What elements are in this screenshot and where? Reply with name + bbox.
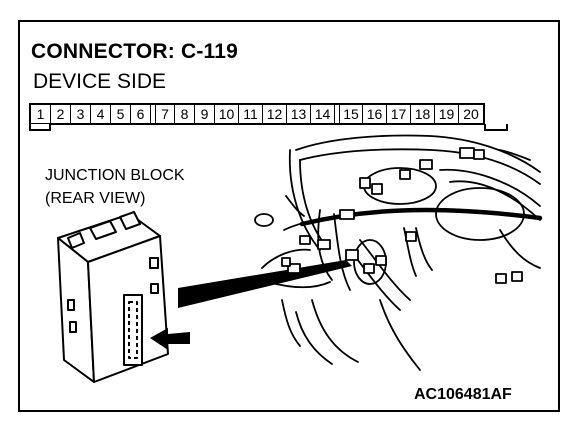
pin-6: 6 — [131, 105, 151, 123]
pin-8: 8 — [175, 105, 195, 123]
connector-title: CONNECTOR: C-119 — [31, 40, 239, 63]
pin-20: 20 — [463, 106, 479, 122]
pin-11: 11 — [239, 105, 263, 123]
connector-pinout: 1 2 3 4 5 6 7 8 9 10 11 12 13 14 15 16 1… — [29, 103, 485, 125]
figure-id: AC106481AF — [414, 386, 512, 403]
connector-subtitle: DEVICE SIDE — [33, 70, 167, 93]
pin-18: 18 — [411, 105, 435, 123]
junction-block-label-line1: JUNCTION BLOCK — [45, 167, 185, 184]
pin-5: 5 — [111, 105, 131, 123]
junction-block-label-line2: (REAR VIEW) — [45, 190, 146, 207]
junction-block-illustration — [57, 211, 169, 383]
pin-10: 10 — [215, 105, 239, 123]
pin-19: 19 — [435, 105, 459, 123]
diagram-border — [18, 20, 560, 412]
pin-2: 2 — [51, 105, 71, 123]
pointer-arrow — [150, 328, 190, 350]
connector-lock-tab-left — [29, 124, 51, 131]
connector-lock-tab-right — [484, 124, 508, 131]
pin-12: 12 — [263, 105, 287, 123]
pin-4: 4 — [91, 105, 111, 123]
pin-1: 1 — [31, 105, 51, 123]
pin-9: 9 — [195, 105, 215, 123]
pin-13: 13 — [287, 105, 311, 123]
pin-17: 17 — [387, 105, 411, 123]
pin-15: 15 — [339, 105, 363, 123]
pin-14: 14 — [311, 105, 335, 123]
pin-7: 7 — [155, 105, 175, 123]
dashboard-harness-illustration — [254, 134, 543, 371]
pin-16: 16 — [363, 105, 387, 123]
pin-3: 3 — [71, 105, 91, 123]
callout-wedge — [178, 260, 352, 308]
